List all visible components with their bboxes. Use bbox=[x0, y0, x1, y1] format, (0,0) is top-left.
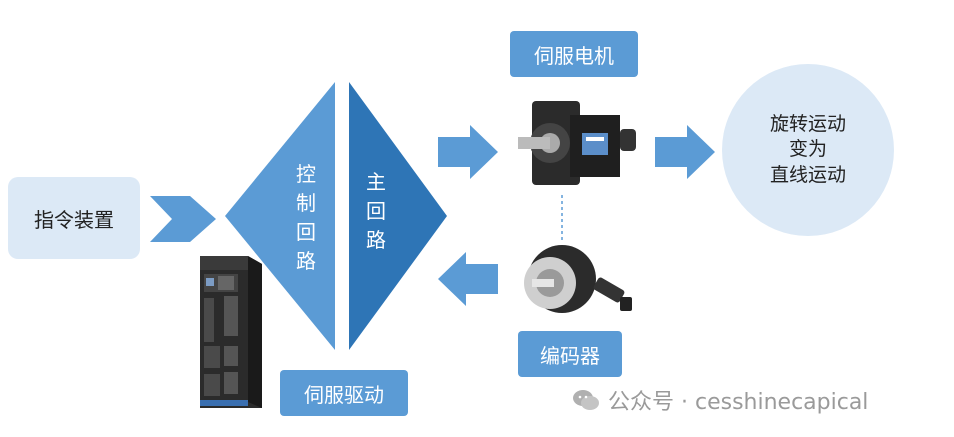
loop-diamond bbox=[225, 82, 447, 350]
motion-circle: 旋转运动 变为 直线运动 bbox=[722, 64, 894, 236]
arrow-to-motor bbox=[438, 125, 498, 179]
servo-motor-label: 伺服电机 bbox=[534, 43, 614, 68]
command-device-box: 指令装置 bbox=[8, 177, 140, 259]
chevron-arrow bbox=[150, 196, 216, 242]
arrow-from-encoder bbox=[438, 252, 498, 306]
encoder-label: 编码器 bbox=[540, 343, 600, 368]
encoder-image bbox=[524, 245, 632, 313]
arrow-to-motion bbox=[655, 125, 715, 179]
motor-encoder-connector bbox=[561, 195, 563, 240]
command-device-label: 指令装置 bbox=[34, 207, 114, 232]
main-loop-label: 主 回 路 bbox=[366, 170, 386, 252]
control-loop-triangle bbox=[225, 82, 335, 350]
servo-motor-image bbox=[518, 101, 636, 185]
wechat-icon bbox=[573, 390, 599, 410]
watermark-text: 公众号 · cesshinecapical bbox=[608, 390, 869, 415]
control-loop-label: 控 制 回 路 bbox=[296, 162, 316, 273]
motion-line-1: 旋转运动 bbox=[769, 112, 846, 135]
servo-motor-label-box: 伺服电机 bbox=[510, 31, 638, 77]
motion-line-3: 直线运动 bbox=[769, 163, 846, 186]
main-loop-triangle bbox=[349, 82, 447, 350]
servo-drive-image bbox=[200, 256, 262, 408]
motion-line-2: 变为 bbox=[788, 138, 827, 161]
watermark: 公众号 · cesshinecapical bbox=[572, 384, 868, 416]
servo-drive-label-box: 伺服驱动 bbox=[280, 370, 408, 416]
encoder-label-box: 编码器 bbox=[518, 331, 622, 377]
servo-drive-label: 伺服驱动 bbox=[304, 382, 384, 407]
